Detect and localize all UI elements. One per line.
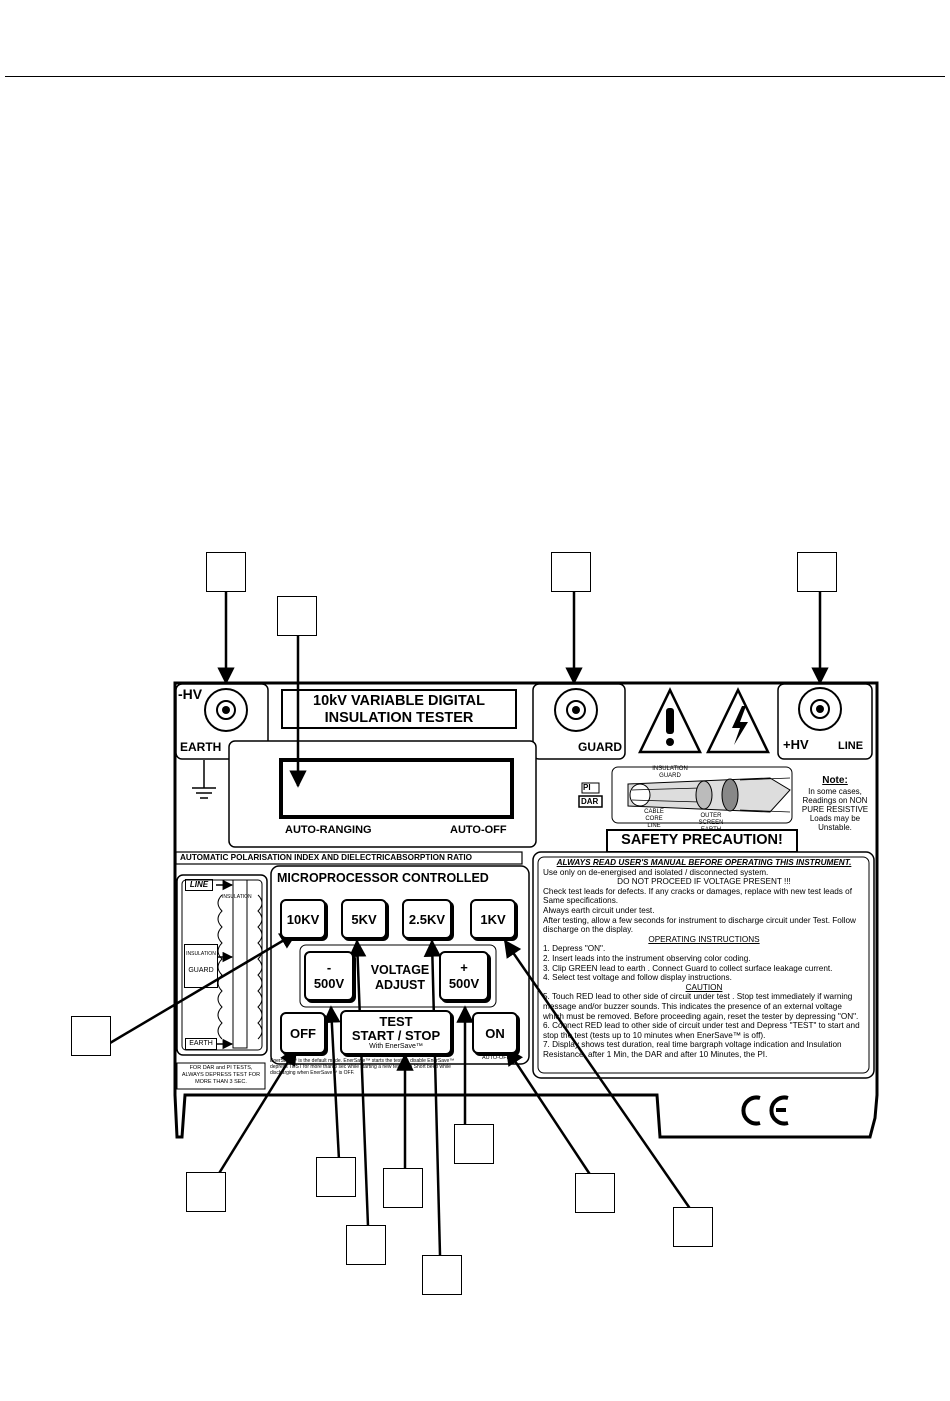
line-label: LINE <box>838 740 864 752</box>
instr-line-4: Always earth circuit under test. <box>543 905 655 915</box>
instr-step-4: 4. Select test voltage and follow displa… <box>543 973 732 983</box>
safety-precaution-label: SAFETY PRECAUTION! <box>621 832 783 848</box>
instr-step-6: 6. Connect RED lead to other side of cir… <box>543 1021 860 1040</box>
title-box: 10kV VARIABLE DIGITAL INSULATION TESTER <box>281 689 517 729</box>
instr-step-2: 2. Insert leads into the instrument obse… <box>543 953 751 963</box>
key-plus-500v[interactable]: + 500V <box>439 951 489 1001</box>
callout-test-key <box>383 1168 423 1208</box>
instr-title: ALWAYS READ USER'S MANUAL BEFORE OPERATI… <box>556 858 852 867</box>
instr-step-3: 3. Clip GREEN lead to earth . Connect Gu… <box>543 963 833 973</box>
header-rule <box>5 76 945 77</box>
instr-step-7: 7. Display shows test duration, real tim… <box>543 1040 842 1059</box>
voltage-adjust-line-1: VOLTAGE <box>370 963 430 977</box>
key-2-5kv[interactable]: 2.5KV <box>402 899 452 939</box>
note-text: In some cases, Readings on NON PURE RESI… <box>801 787 869 832</box>
diagram-guard-label: GUARD <box>188 967 214 974</box>
diagram-insulation-side: INSULATION <box>186 951 216 957</box>
instr-line-2: DO NOT PROCEED IF VOLTAGE PRESENT !!! <box>617 877 791 887</box>
micro-controlled-label: MICROPROCESSOR CONTROLLED <box>277 871 489 885</box>
test-label-3: With EnerSave™ <box>369 1042 423 1050</box>
diagram-guard-box: INSULATION GUARD <box>184 944 218 988</box>
diagram-earth-box: EARTH <box>185 1038 217 1050</box>
callout-line-terminal <box>797 552 837 592</box>
callout-5kv-key <box>346 1225 386 1265</box>
plus-value: 500V <box>448 976 480 991</box>
key-10kv[interactable]: 10KV <box>280 899 326 939</box>
auto-pi-dar-label: AUTOMATIC POLARISATION INDEX AND DIELECT… <box>180 853 473 862</box>
diagram-insulation-top: INSULATION <box>222 894 252 900</box>
hv-plus-label: +HV <box>783 737 809 752</box>
title-line-1: 10kV VARIABLE DIGITAL <box>313 693 485 709</box>
instr-line-1: Use only on de-energised and isolated / … <box>543 867 769 877</box>
callout-minus-500v-key <box>316 1157 356 1197</box>
diagram-line-box: LINE <box>185 879 213 891</box>
instr-op-title: OPERATING INSTRUCTIONS <box>648 934 760 944</box>
callout-guard-terminal <box>551 552 591 592</box>
guard-label: GUARD <box>578 740 622 754</box>
dar-label: DAR <box>581 797 599 806</box>
key-on[interactable]: ON <box>472 1012 518 1054</box>
voltage-adjust-label: VOLTAGE ADJUST <box>360 963 440 993</box>
key-off[interactable]: OFF <box>280 1012 326 1054</box>
plus-sign: + <box>460 960 468 975</box>
key-5kv[interactable]: 5KV <box>341 899 387 939</box>
cable-label-insulation-guard: INSULATION GUARD <box>652 766 688 779</box>
instr-step-5: 5. Touch RED lead to other side of circu… <box>543 992 859 1021</box>
test-label-2: START / STOP <box>351 1027 441 1043</box>
callout-off-key <box>186 1172 226 1212</box>
title-line-2: INSULATION TESTER <box>324 710 474 726</box>
dar-pi-note: FOR DAR and PI TESTS, ALWAYS DEPRESS TES… <box>181 1065 261 1085</box>
pi-label: PI <box>583 783 591 792</box>
minus-value: 500V <box>313 976 345 991</box>
hv-minus-label: -HV <box>178 686 203 702</box>
instr-caution: CAUTION <box>685 982 723 992</box>
earth-label: EARTH <box>180 740 222 754</box>
diagram-line-label: LINE <box>189 880 209 889</box>
note-title: Note: <box>822 775 848 786</box>
callout-display <box>277 596 317 636</box>
callout-on-key <box>575 1173 615 1213</box>
key-test-start-stop[interactable]: TEST START / STOP With EnerSave™ <box>340 1010 452 1055</box>
cable-label-earth: OUTER SCREEN EARTH <box>698 813 724 833</box>
callout-plus-500v-key <box>454 1124 494 1164</box>
test-label-1: TEST <box>379 1013 413 1029</box>
voltage-adjust-line-2: ADJUST <box>374 978 425 992</box>
auto-off-small-label: AUTO-OFF <box>481 1055 510 1061</box>
instr-line-5: After testing, allow a few seconds for i… <box>543 915 856 935</box>
key-1kv[interactable]: 1KV <box>470 899 516 939</box>
minus-sign: - <box>326 960 332 975</box>
operating-instructions: ALWAYS READ USER'S MANUAL BEFORE OPERATI… <box>543 858 865 1059</box>
auto-off-label: AUTO-OFF <box>450 824 507 836</box>
instr-line-3: Check test leads for defects. If any cra… <box>543 886 852 906</box>
cable-label-core-line: CABLE CORE LINE <box>644 809 664 829</box>
callout-2-5kv-key <box>422 1255 462 1295</box>
callout-earth-terminal <box>206 552 246 592</box>
callout-1kv-key <box>673 1207 713 1247</box>
auto-ranging-label: AUTO-RANGING <box>285 824 372 836</box>
instr-step-1: 1. Depress "ON". <box>543 944 606 954</box>
diagram-earth-label: EARTH <box>189 1040 213 1047</box>
key-minus-500v[interactable]: - 500V <box>304 951 354 1001</box>
callout-10kv-key <box>71 1016 111 1056</box>
ce-mark: CE <box>0 0 1 1</box>
enersave-note: EnerSave™ is the default mode. EnerSave™… <box>270 1058 455 1076</box>
